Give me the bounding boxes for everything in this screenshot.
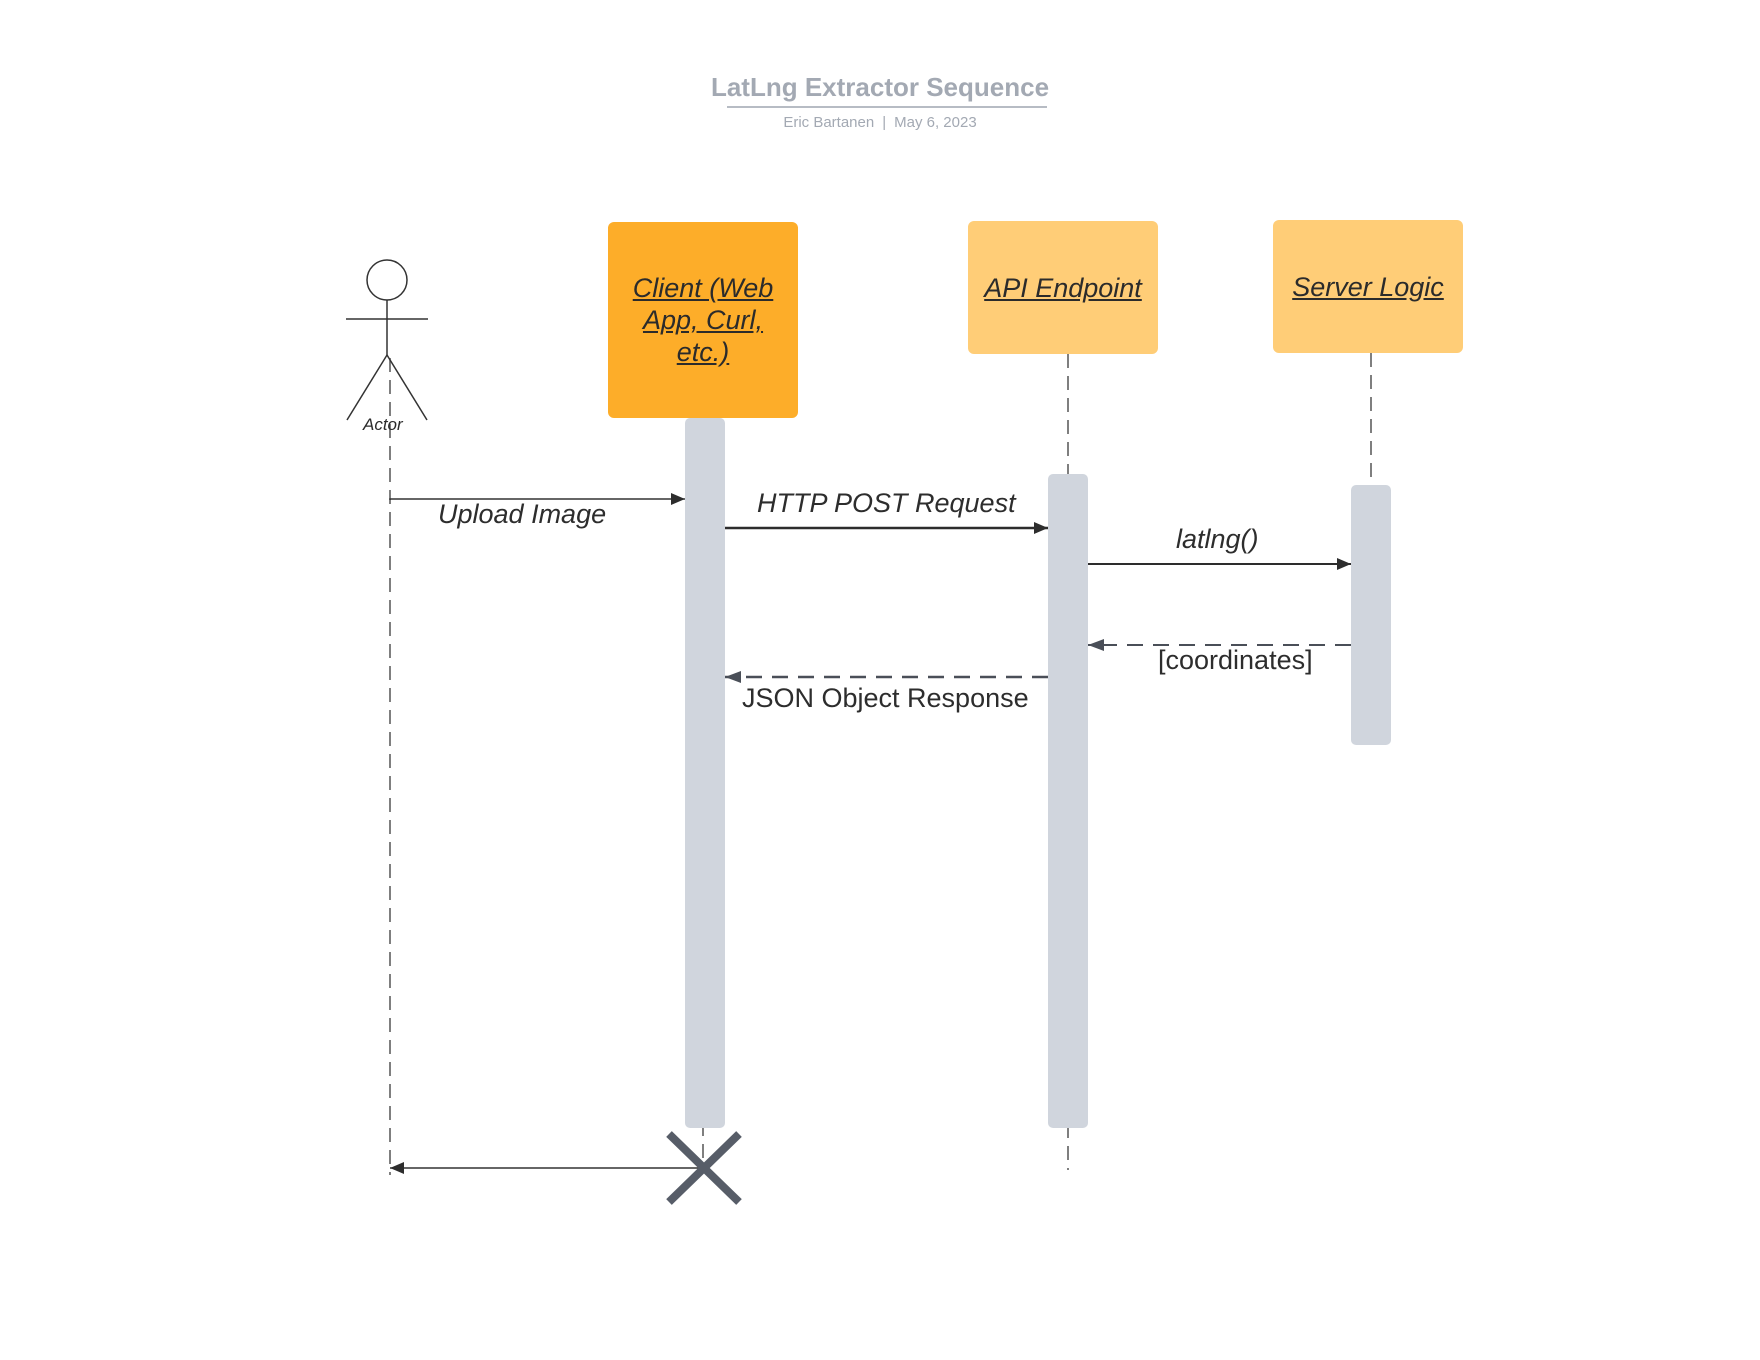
upload-image-arrow	[389, 493, 685, 505]
diagram-title: LatLng Extractor Sequence	[710, 72, 1050, 102]
actor-label: Actor	[363, 415, 403, 434]
client-participant-label: Client (Web App, Curl, etc.)	[632, 273, 774, 367]
author-name: Eric Bartanen	[783, 114, 875, 131]
server-participant-label: Server Logic	[1292, 271, 1444, 302]
client-participant-box[interactable]: Client (Web App, Curl, etc.)	[608, 222, 798, 418]
diagram-subtitle: Eric Bartanen | May 6, 2023	[0, 114, 1760, 131]
subtitle-separator: |	[882, 114, 887, 131]
server-activation-bar	[1351, 485, 1391, 745]
server-participant-box[interactable]: Server Logic	[1273, 220, 1463, 353]
latlng-label: latlng()	[1176, 524, 1259, 554]
json-response-label: JSON Object Response	[742, 683, 1029, 713]
api-activation-bar	[1048, 474, 1088, 1128]
api-participant-label: API Endpoint	[984, 272, 1142, 303]
title-underline	[727, 106, 1047, 108]
diagram-date: May 6, 2023	[894, 114, 977, 131]
http-post-label: HTTP POST Request	[757, 488, 1016, 518]
api-participant-box[interactable]: API Endpoint	[968, 221, 1158, 354]
actor-icon	[346, 259, 428, 421]
upload-image-label: Upload Image	[438, 499, 607, 529]
destroy-x-icon	[666, 1131, 742, 1205]
client-activation-bar	[685, 418, 725, 1128]
coordinates-label: [coordinates]	[1158, 645, 1313, 675]
